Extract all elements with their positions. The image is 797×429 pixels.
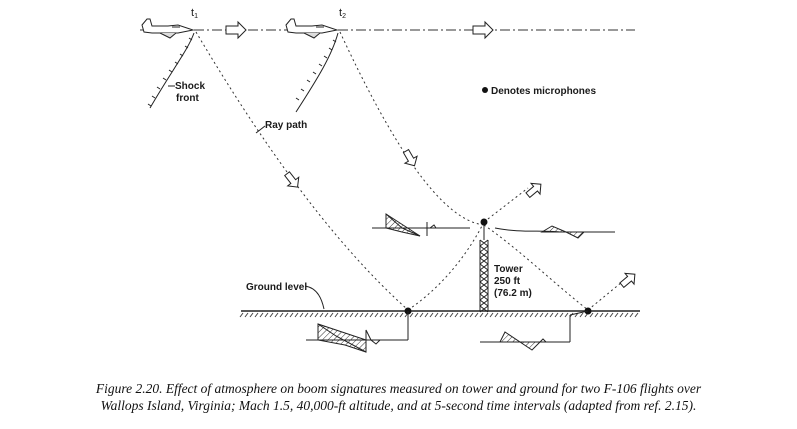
ray-direction-arrow-2 [402, 148, 418, 167]
caption-line-1: Figure 2.20. Effect of atmosphere on boo… [95, 381, 702, 396]
ground-signature-t1 [306, 311, 409, 353]
microphone-legend-dot [482, 87, 488, 93]
tower-signature-t2 [494, 225, 615, 239]
boom-propagation-diagram: t1 t2 Shock front Ray path D [140, 7, 640, 353]
ray-path-t1 [195, 31, 529, 311]
aircraft-icon-t1 [141, 18, 195, 39]
ray-direction-arrow-1 [284, 171, 300, 188]
tower-top-microphone [480, 218, 488, 226]
tower-signature-t1 [372, 213, 470, 237]
ray-direction-arrow-4 [619, 272, 636, 289]
shock-front-label-line2: front [176, 93, 199, 104]
tower-height-label: 250 ft [494, 276, 521, 287]
ray-path-label: Ray path [265, 120, 307, 131]
ray-path-t2 [339, 31, 623, 311]
flight-direction-arrow-1 [225, 20, 247, 40]
time-label-t1: t1 [191, 7, 198, 20]
ground-line [239, 310, 640, 318]
ray-direction-arrow-3 [525, 182, 542, 199]
shock-front-label: Shock [175, 81, 205, 92]
tower-label: Tower [494, 264, 523, 275]
ground-level-leader [304, 285, 325, 310]
shock-front-t2 [295, 32, 339, 113]
figure-caption: Figure 2.20. Effect of atmosphere on boo… [10, 380, 787, 414]
aircraft-icon-t2 [285, 18, 339, 39]
caption-line-2: Wallops Island, Virginia; Mach 1.5, 40,0… [100, 398, 697, 413]
shock-front-t1 [147, 32, 195, 109]
ground-level-label: Ground level [246, 282, 307, 293]
time-label-t2: t2 [339, 7, 346, 20]
ray-path-leader [255, 125, 266, 134]
ground-signature-t2 [480, 310, 589, 351]
tower-height-metric-label: (76.2 m) [494, 288, 532, 299]
microphone-legend-label: Denotes microphones [491, 86, 596, 97]
tower-structure [476, 222, 492, 313]
flight-direction-arrow-2 [472, 20, 494, 40]
